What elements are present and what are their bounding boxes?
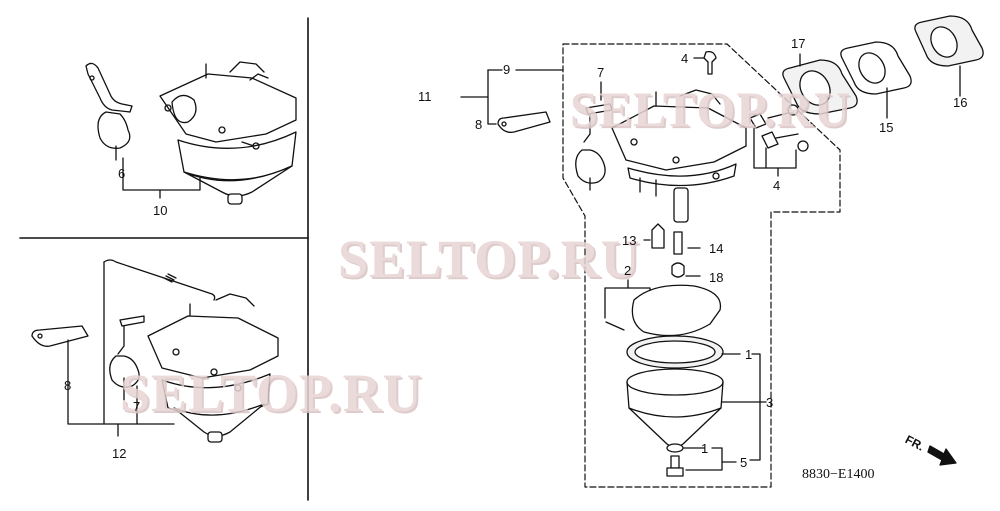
gasket-15 bbox=[840, 41, 912, 119]
callout-2: 2 bbox=[624, 263, 632, 278]
callout-12: 12 bbox=[112, 446, 127, 461]
carburetor-assembly-12 bbox=[31, 259, 279, 443]
gasket-17 bbox=[782, 53, 858, 115]
gasket-16 bbox=[914, 15, 984, 97]
callout-3: 3 bbox=[766, 395, 774, 410]
watermark: SELTOP.RU bbox=[338, 229, 641, 289]
callout-18: 18 bbox=[709, 270, 724, 285]
callout-5: 5 bbox=[740, 455, 748, 470]
callout-7: 7 bbox=[597, 65, 605, 80]
callout-7: 7 bbox=[133, 399, 141, 414]
watermark: SELTOP.RU bbox=[120, 363, 423, 423]
callout-11: 11 bbox=[418, 89, 432, 104]
carburetor-assembly-10 bbox=[85, 61, 297, 205]
callout-9: 9 bbox=[503, 62, 511, 77]
drawing-code: 8830−E1400 bbox=[802, 467, 875, 482]
callout-17: 17 bbox=[791, 36, 806, 51]
callout-6: 6 bbox=[118, 166, 126, 181]
callout-4: 4 bbox=[773, 178, 781, 193]
callout-10: 10 bbox=[153, 203, 168, 218]
callout-13: 13 bbox=[622, 233, 637, 248]
callout-14: 14 bbox=[709, 241, 724, 256]
watermark: SELTOP.RU bbox=[570, 81, 851, 137]
callout-1: 1 bbox=[701, 441, 709, 456]
callout-8: 8 bbox=[475, 117, 483, 132]
front-arrow-icon bbox=[927, 445, 957, 466]
callout-8: 8 bbox=[64, 378, 72, 393]
callout-16: 16 bbox=[953, 95, 968, 110]
callout-1: 1 bbox=[745, 347, 753, 362]
callout-4: 4 bbox=[681, 51, 689, 66]
carburetor-exploded-main bbox=[460, 15, 984, 488]
callout-15: 15 bbox=[879, 120, 894, 135]
